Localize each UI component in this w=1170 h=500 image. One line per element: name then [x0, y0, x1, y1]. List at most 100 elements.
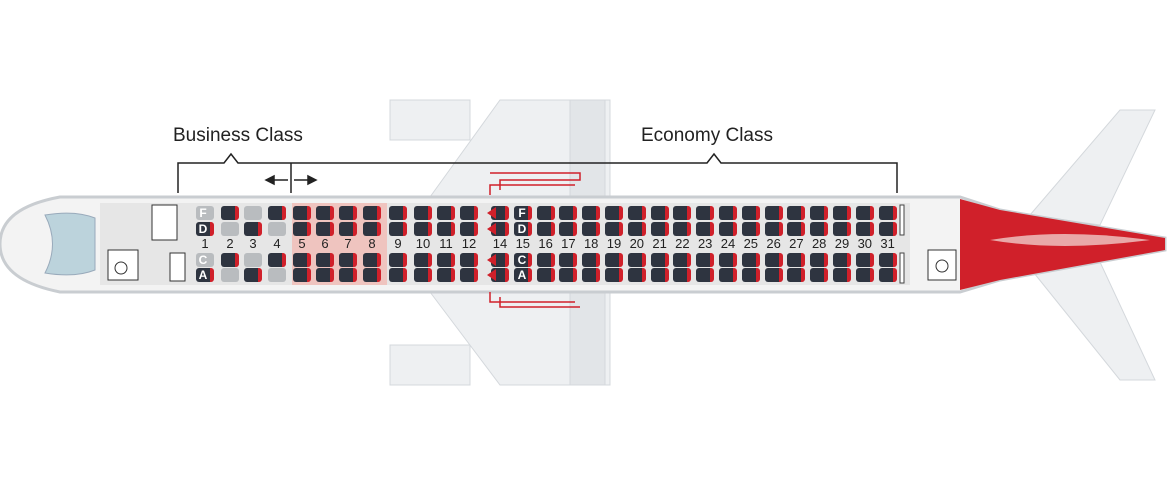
seat-25F[interactable] — [741, 206, 760, 220]
seat-1A[interactable] — [196, 268, 214, 282]
seat-18F[interactable] — [582, 206, 601, 220]
seat-5C[interactable] — [293, 253, 311, 267]
seat-23C[interactable] — [696, 253, 715, 267]
seat-10D[interactable] — [414, 222, 432, 236]
seat-20D[interactable] — [627, 222, 646, 236]
seat-16C[interactable] — [536, 253, 555, 267]
seat-18D[interactable] — [582, 222, 601, 236]
seat-15C[interactable] — [513, 253, 532, 267]
seat-21D[interactable] — [650, 222, 669, 236]
seat-5A[interactable] — [293, 268, 311, 282]
seat-8D[interactable] — [363, 222, 381, 236]
seat-30F[interactable] — [855, 206, 874, 220]
seat-22A[interactable] — [673, 268, 692, 282]
seat-8F[interactable] — [363, 206, 381, 220]
seat-12D[interactable] — [460, 222, 478, 236]
seat-12C[interactable] — [460, 253, 478, 267]
seat-24A[interactable] — [719, 268, 737, 282]
seat-30D[interactable] — [855, 222, 874, 236]
seat-25C[interactable] — [741, 253, 760, 267]
seat-6D[interactable] — [316, 222, 334, 236]
seat-27A[interactable] — [787, 268, 806, 282]
seat-11A[interactable] — [437, 268, 455, 282]
seat-17C[interactable] — [559, 253, 578, 267]
seat-8A[interactable] — [363, 268, 381, 282]
seat-4F[interactable] — [268, 206, 286, 220]
seat-19D[interactable] — [605, 222, 623, 236]
seat-29D[interactable] — [833, 222, 851, 236]
seat-8C[interactable] — [363, 253, 381, 267]
seat-15D[interactable] — [513, 222, 532, 236]
seat-11C[interactable] — [437, 253, 455, 267]
seat-2F[interactable] — [221, 206, 239, 220]
seat-5F[interactable] — [293, 206, 311, 220]
seat-28C[interactable] — [810, 253, 829, 267]
seat-5D[interactable] — [293, 222, 311, 236]
seat-9F[interactable] — [389, 206, 407, 220]
seat-27D[interactable] — [787, 222, 806, 236]
seat-28F[interactable] — [810, 206, 829, 220]
seat-6C[interactable] — [316, 253, 334, 267]
seat-23A[interactable] — [696, 268, 715, 282]
seat-22D[interactable] — [673, 222, 692, 236]
seat-7F[interactable] — [339, 206, 357, 220]
seat-20C[interactable] — [627, 253, 646, 267]
seat-4C[interactable] — [268, 253, 286, 267]
seat-26A[interactable] — [764, 268, 783, 282]
seat-26C[interactable] — [764, 253, 783, 267]
seat-21C[interactable] — [650, 253, 669, 267]
seat-10A[interactable] — [414, 268, 432, 282]
seat-1D[interactable] — [196, 222, 214, 236]
seat-7A[interactable] — [339, 268, 357, 282]
seat-24F[interactable] — [719, 206, 737, 220]
seat-19A[interactable] — [605, 268, 623, 282]
seat-10F[interactable] — [414, 206, 432, 220]
seat-28D[interactable] — [810, 222, 829, 236]
seat-20F[interactable] — [627, 206, 646, 220]
seat-24C[interactable] — [719, 253, 737, 267]
seat-7C[interactable] — [339, 253, 357, 267]
seat-31D[interactable] — [878, 222, 897, 236]
seat-21A[interactable] — [650, 268, 669, 282]
seat-31C[interactable] — [878, 253, 897, 267]
seat-3A[interactable] — [244, 268, 262, 282]
seat-16A[interactable] — [536, 268, 555, 282]
seat-19C[interactable] — [605, 253, 623, 267]
seat-15A[interactable] — [513, 268, 532, 282]
seat-9A[interactable] — [389, 268, 407, 282]
seat-27F[interactable] — [787, 206, 806, 220]
seat-30C[interactable] — [855, 253, 874, 267]
seat-27C[interactable] — [787, 253, 806, 267]
seat-19F[interactable] — [605, 206, 623, 220]
seat-17A[interactable] — [559, 268, 578, 282]
seat-26D[interactable] — [764, 222, 783, 236]
seat-31A[interactable] — [878, 268, 897, 282]
seat-15F[interactable] — [513, 206, 532, 220]
seat-12F[interactable] — [460, 206, 478, 220]
seat-9C[interactable] — [389, 253, 407, 267]
seat-12A[interactable] — [460, 268, 478, 282]
seat-29A[interactable] — [833, 268, 851, 282]
seat-29F[interactable] — [833, 206, 851, 220]
seat-6F[interactable] — [316, 206, 334, 220]
seat-11D[interactable] — [437, 222, 455, 236]
seat-17F[interactable] — [559, 206, 578, 220]
seat-9D[interactable] — [389, 222, 407, 236]
seat-23D[interactable] — [696, 222, 715, 236]
seat-16D[interactable] — [536, 222, 555, 236]
seat-23F[interactable] — [696, 206, 715, 220]
seat-10C[interactable] — [414, 253, 432, 267]
seat-17D[interactable] — [559, 222, 578, 236]
seat-20A[interactable] — [627, 268, 646, 282]
seat-26F[interactable] — [764, 206, 783, 220]
seat-25D[interactable] — [741, 222, 760, 236]
seat-22F[interactable] — [673, 206, 692, 220]
seat-7D[interactable] — [339, 222, 357, 236]
seat-28A[interactable] — [810, 268, 829, 282]
seat-2C[interactable] — [221, 253, 239, 267]
seat-3D[interactable] — [244, 222, 262, 236]
seat-21F[interactable] — [650, 206, 669, 220]
seat-31F[interactable] — [878, 206, 897, 220]
seat-11F[interactable] — [437, 206, 455, 220]
seat-18A[interactable] — [582, 268, 601, 282]
